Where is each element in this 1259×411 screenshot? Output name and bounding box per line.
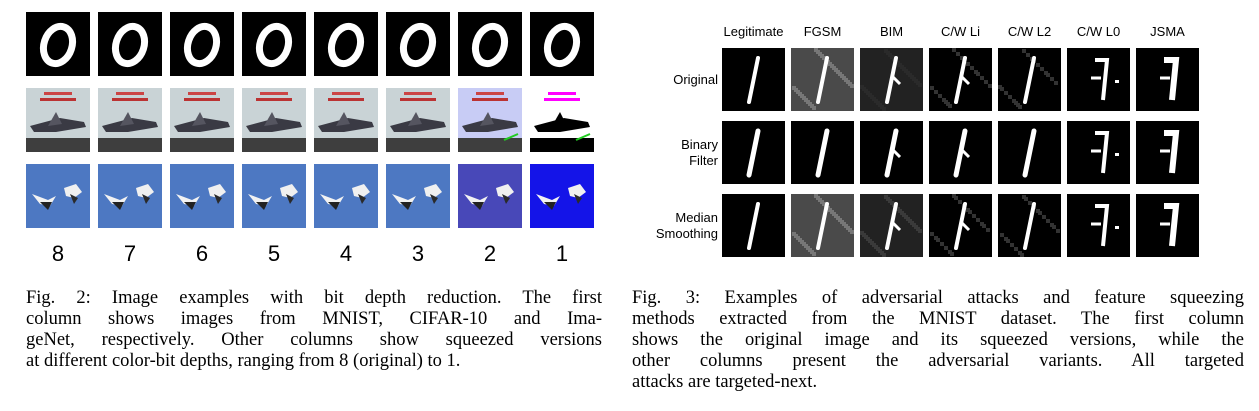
bit-depth-label: 6 [195,241,209,266]
mnist-digit-one-image [929,48,992,111]
imagenet-bird-image [26,164,90,228]
imagenet-bird-image [170,164,234,228]
caption-line: column shows images from MNIST, CIFAR-10… [26,309,602,329]
mnist-digit-one-image [998,121,1061,184]
mnist-digit-one-image [791,48,854,111]
mnist-zero-image [98,12,162,76]
column-header: BIM [879,24,904,39]
caption-line: geNet, respectively. Other columns show … [26,330,602,350]
figure-2-caption: Fig. 2: Image examples with bit depth re… [26,288,602,372]
imagenet-bird-image [314,164,378,228]
caption-line: other columns present the adversarial va… [632,351,1244,371]
mnist-zero-image [242,12,306,76]
mnist-zero-image [170,12,234,76]
imagenet-bird-image [242,164,306,228]
caption-line: shows the original image and its squeeze… [632,330,1244,350]
mnist-digit-one-image [998,194,1061,257]
mnist-digit-one-image [722,194,785,257]
cifar-airplane-image [242,88,306,152]
cifar-airplane-image [170,88,234,152]
column-header: C/W Li [941,24,980,39]
imagenet-bird-image [98,164,162,228]
caption-line: Fig. 2: Image examples with bit depth re… [26,288,602,308]
mnist-digit-one-image [1067,48,1130,111]
row-header-line: Filter [689,153,718,168]
mnist-zero-image [386,12,450,76]
bit-depth-label: 1 [555,241,569,266]
mnist-zero-image [530,12,594,76]
cifar-airplane-image [26,88,90,152]
mnist-digit-one-image [791,121,854,184]
mnist-digit-one-image [860,121,923,184]
mnist-zero-image [314,12,378,76]
caption-line: at different color-bit depths, ranging f… [26,351,461,371]
cifar-airplane-image [458,88,522,152]
mnist-digit-one-image [860,48,923,111]
column-header: Legitimate [723,24,784,39]
mnist-digit-one-image [860,194,923,257]
cifar-airplane-image [530,88,594,152]
bit-depth-label: 5 [267,241,281,266]
row-header-line: Original [673,72,718,87]
mnist-digit-one-image [998,48,1061,111]
cifar-airplane-image [386,88,450,152]
imagenet-bird-image [530,164,594,228]
bit-depth-label: 2 [483,241,497,266]
mnist-zero-image [458,12,522,76]
bit-depth-label: 3 [411,241,425,266]
column-header: FGSM [803,24,842,39]
column-header: C/W L0 [1076,24,1121,39]
bit-depth-label: 8 [51,241,65,266]
mnist-digit-one-image [722,48,785,111]
row-header: Original [632,72,718,88]
row-header-line: Median [675,210,718,225]
imagenet-bird-image [458,164,522,228]
mnist-digit-one-image [1067,194,1130,257]
caption-line: attacks are targeted-next. [632,372,818,392]
mnist-digit-one-image [1136,48,1199,111]
figure-3-caption: Fig. 3: Examples of adversarial attacks … [632,288,1244,393]
imagenet-bird-image [386,164,450,228]
mnist-digit-one-image [1067,121,1130,184]
caption-line: methods extracted from the MNIST dataset… [632,309,1244,329]
mnist-digit-one-image [1136,121,1199,184]
bit-depth-label: 7 [123,241,137,266]
mnist-zero-image [26,12,90,76]
caption-line: Fig. 3: Examples of adversarial attacks … [632,288,1244,308]
cifar-airplane-image [98,88,162,152]
mnist-digit-one-image [929,194,992,257]
mnist-digit-one-image [1136,194,1199,257]
mnist-digit-one-image [722,121,785,184]
column-header: C/W L2 [1007,24,1052,39]
bit-depth-label: 4 [339,241,353,266]
cifar-airplane-image [314,88,378,152]
row-header-line: Smoothing [655,226,718,241]
mnist-digit-one-image [929,121,992,184]
column-header: JSMA [1150,24,1185,39]
figure-2: 8 7 6 5 4 3 2 1 Fig. 2: Image examples with bit… [26,12,602,402]
mnist-digit-one-image [791,194,854,257]
row-header-line: Binary [681,137,718,152]
